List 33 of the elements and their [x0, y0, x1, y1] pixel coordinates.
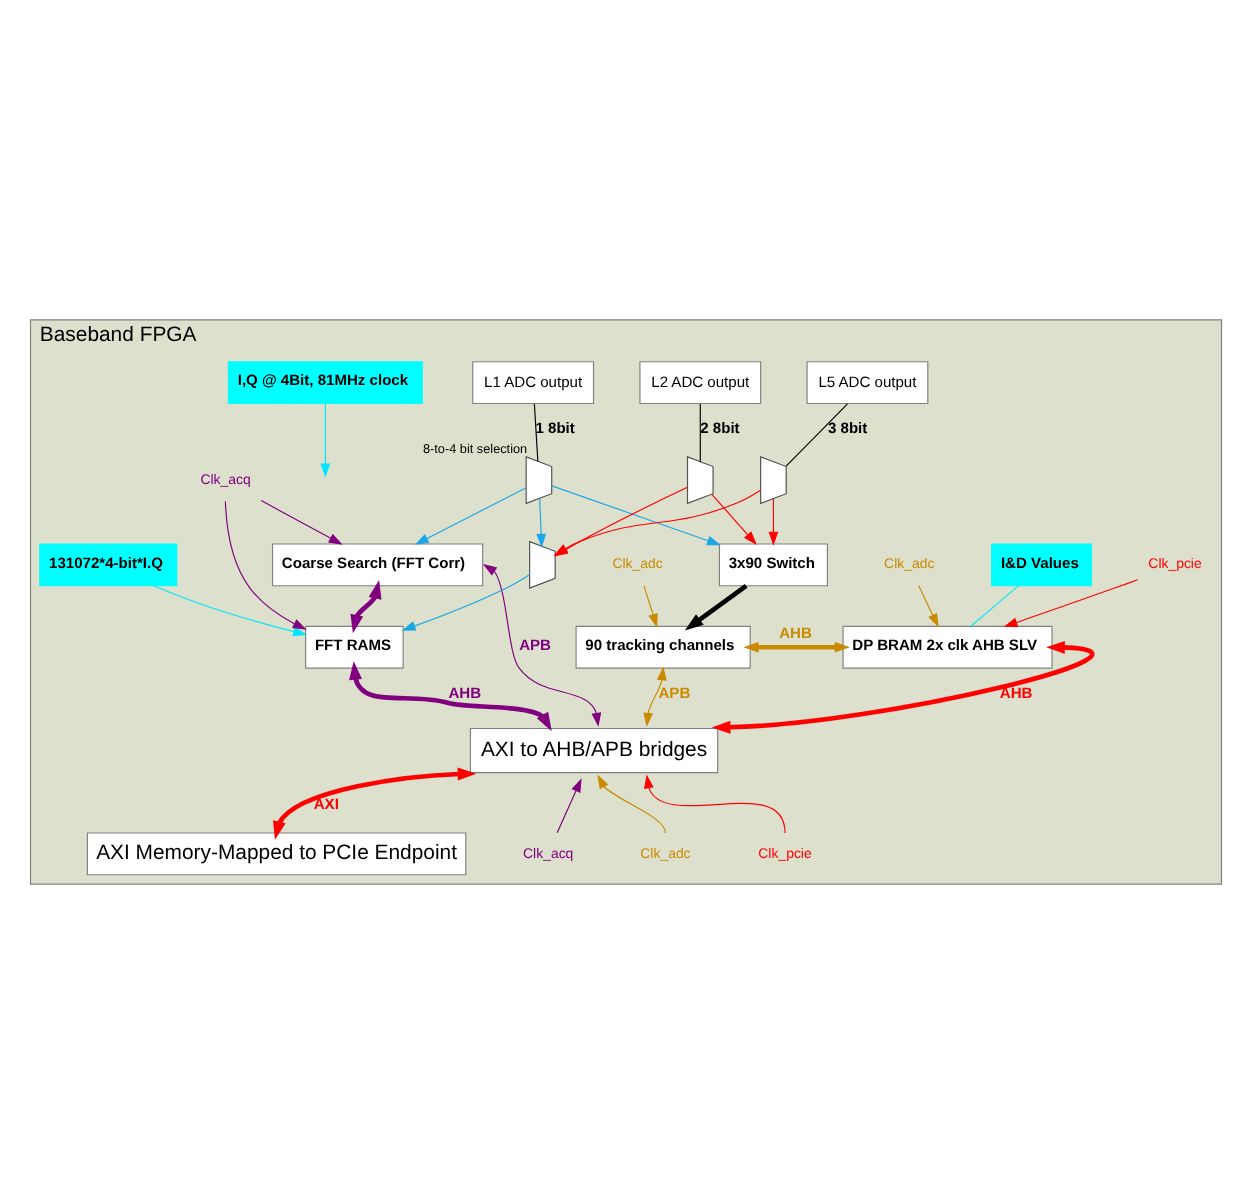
arrow: [260, 499, 343, 544]
arrow: [644, 773, 786, 833]
arrow: [273, 766, 477, 839]
arrow: [711, 639, 1094, 733]
connector: [699, 402, 701, 462]
connector: [970, 584, 1019, 626]
arrow: [153, 584, 308, 636]
node-trapezium: [529, 539, 556, 588]
node-trapezium: [760, 455, 787, 504]
arrow: [643, 665, 667, 726]
arrow: [556, 777, 582, 833]
arrow: [350, 579, 382, 633]
node-trapezium: [525, 455, 553, 504]
arrow: [536, 496, 547, 547]
arrow: [643, 584, 658, 627]
arrow: [551, 484, 721, 545]
node-trapezium: [686, 455, 714, 504]
arrow: [684, 582, 748, 630]
arrow: [414, 486, 527, 544]
arrow: [349, 660, 552, 731]
connector: [533, 402, 539, 461]
arrow: [1003, 578, 1139, 626]
arrow: [918, 584, 939, 627]
arrow: [482, 562, 602, 726]
node-box: AXI Memory-Mapped to PCIe Endpoint: [86, 831, 467, 875]
arrow: [320, 402, 331, 477]
arrow: [711, 492, 757, 545]
arrow: [597, 773, 667, 833]
arrow: [401, 573, 530, 630]
arrow: [768, 497, 779, 545]
connector: [785, 402, 849, 466]
arrow: [743, 640, 850, 652]
arrow: [224, 499, 307, 629]
